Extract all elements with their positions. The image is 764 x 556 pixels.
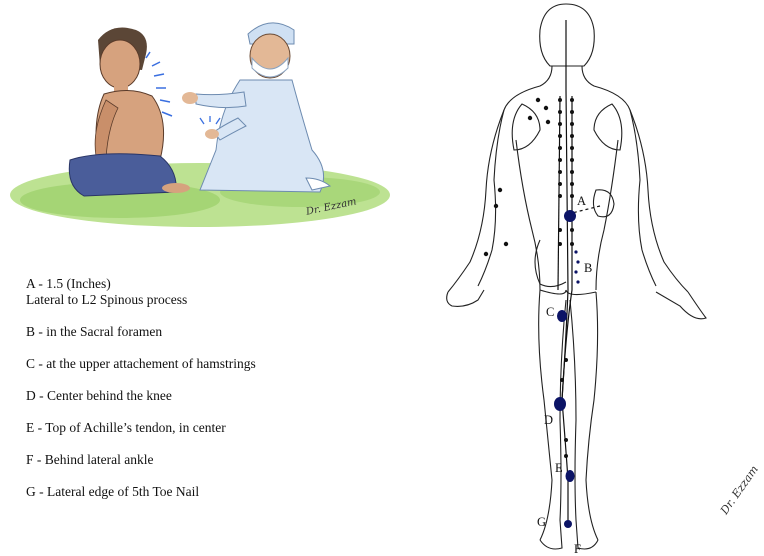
point-label-b: B <box>584 261 592 275</box>
body-outline <box>446 3 707 550</box>
point-e-marker <box>565 470 575 482</box>
treatment-illustration: Dr. Ezzam <box>10 22 390 227</box>
point-label-g: G <box>537 515 546 529</box>
point-label-e: E <box>555 461 563 475</box>
legend-item-f: F - Behind lateral ankle <box>26 452 154 467</box>
point-legend: A - 1.5 (Inches) Lateral to L2 Spinous p… <box>26 276 406 516</box>
acupoints <box>554 210 580 528</box>
doctor-figure <box>182 22 332 193</box>
legend-item-d: D - Center behind the knee <box>26 388 172 403</box>
body-back-view-diagram: A B C D E F G Dr. Ezzam <box>446 3 761 556</box>
legend-item-e: E - Top of Achille’s tendon, in center <box>26 420 226 435</box>
legend-item-a: A - 1.5 (Inches) Lateral to L2 Spinous p… <box>26 276 188 307</box>
patient-figure <box>68 27 190 197</box>
point-label-a: A <box>577 194 586 208</box>
bladder-meridian-line <box>557 20 601 524</box>
point-a-marker <box>564 210 576 222</box>
legend-item-b: B - in the Sacral foramen <box>26 324 163 339</box>
point-label-f: F <box>574 542 581 556</box>
legend-item-g: G - Lateral edge of 5th Toe Nail <box>26 484 200 499</box>
artist-signature-bottom: Dr. Ezzam <box>717 463 761 518</box>
point-c-marker <box>557 310 567 322</box>
point-g-marker <box>564 520 572 528</box>
meridian-dots <box>483 97 574 458</box>
point-b-markers <box>574 250 580 284</box>
point-label-c: C <box>546 305 554 319</box>
legend-item-c: C - at the upper attachement of hamstrin… <box>26 356 256 371</box>
point-label-d: D <box>544 413 553 427</box>
point-d-marker <box>554 397 566 411</box>
